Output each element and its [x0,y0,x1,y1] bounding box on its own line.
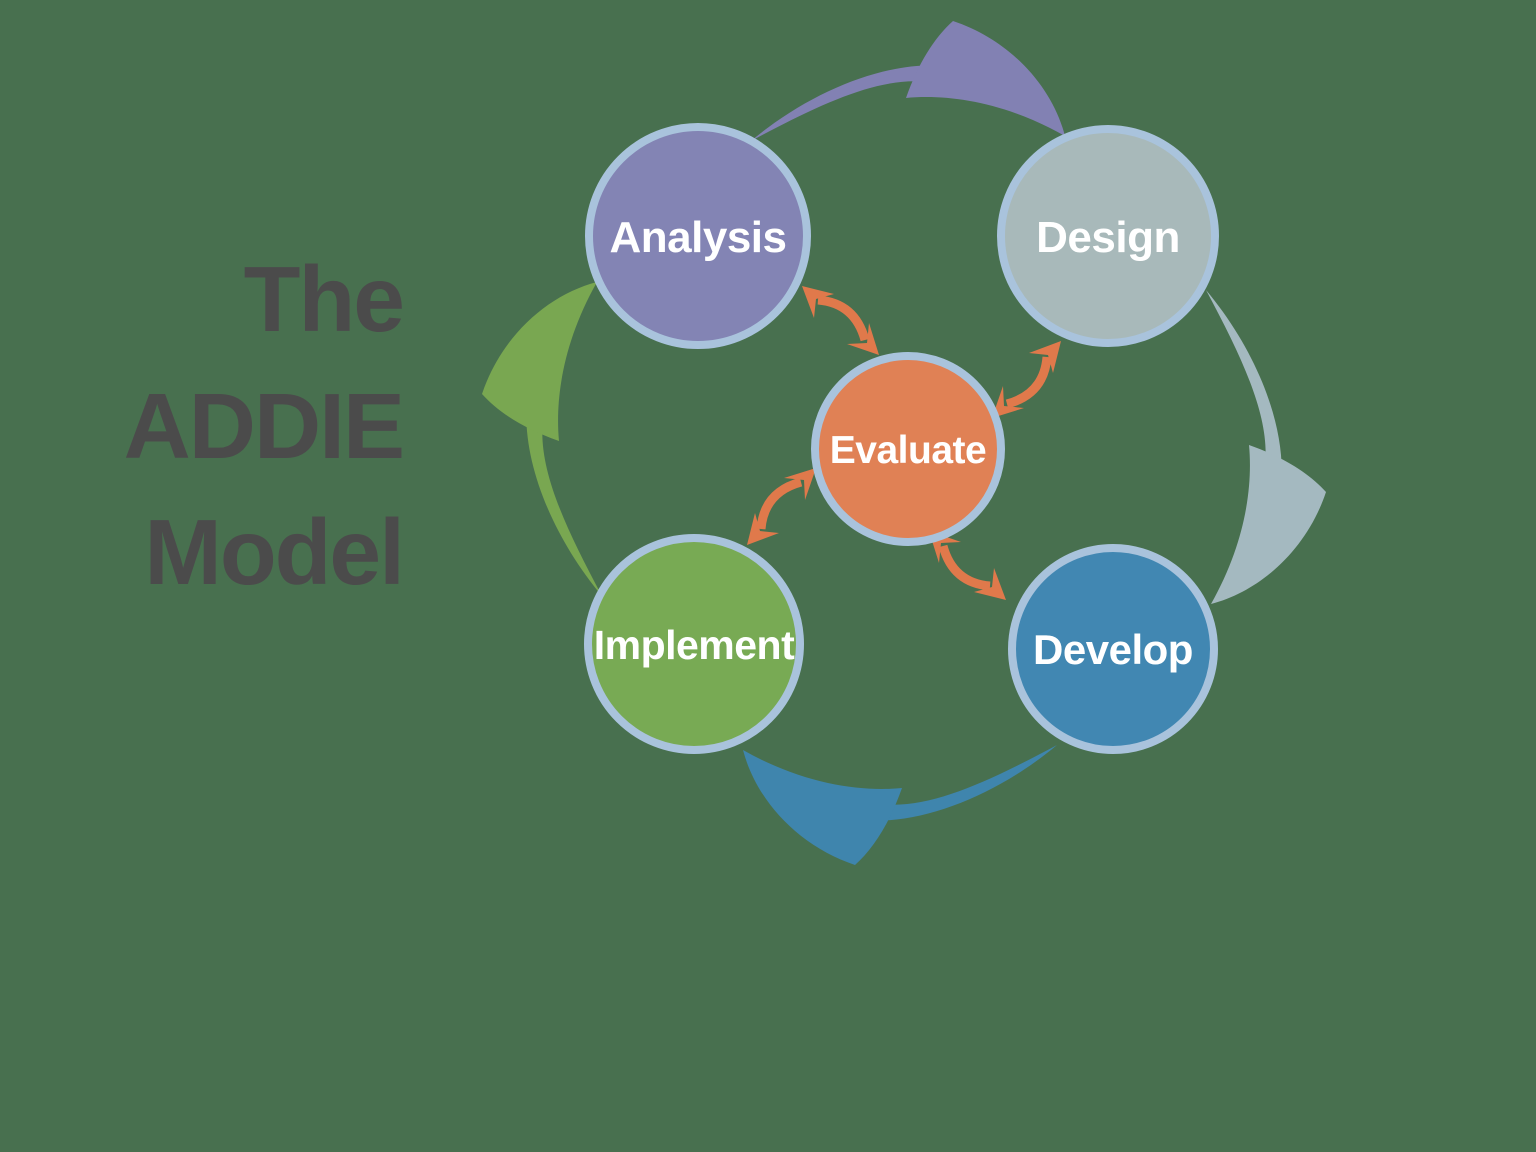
feedback-arrow-evaluate-develop [929,531,1006,600]
node-implement-label: Implement [594,622,795,668]
feedback-arrow-evaluate-analysis [802,286,879,355]
node-develop: Develop [1008,544,1218,754]
feedback-arrow-evaluate-design [992,341,1061,418]
feedback-arrow-evaluate-implement [747,468,816,545]
node-implement: Implement [584,534,804,754]
node-evaluate-circle [811,352,1005,546]
node-design-circle [997,125,1219,347]
node-implement-circle [584,534,804,754]
node-analysis-label: Analysis [610,213,787,262]
node-evaluate: Evaluate [811,352,1005,546]
node-design: Design [997,125,1219,347]
cycle-arrow-analysis-to-design [751,21,1065,141]
cycle-arrow-develop-to-implement [743,745,1057,865]
cycle-arrow-design-to-develop [1206,290,1326,604]
node-analysis: Analysis [585,123,811,349]
page-title: The ADDIE Model [124,247,405,604]
title-line-the: The [244,247,403,351]
title-line-addie: ADDIE [124,374,403,478]
node-design-label: Design [1036,213,1180,262]
cycle-arrow-implement-to-analysis [482,282,602,596]
node-evaluate-label: Evaluate [830,429,986,472]
title-line-model: Model [144,500,403,604]
node-analysis-circle [585,123,811,349]
node-develop-circle [1008,544,1218,754]
node-develop-label: Develop [1033,626,1193,673]
